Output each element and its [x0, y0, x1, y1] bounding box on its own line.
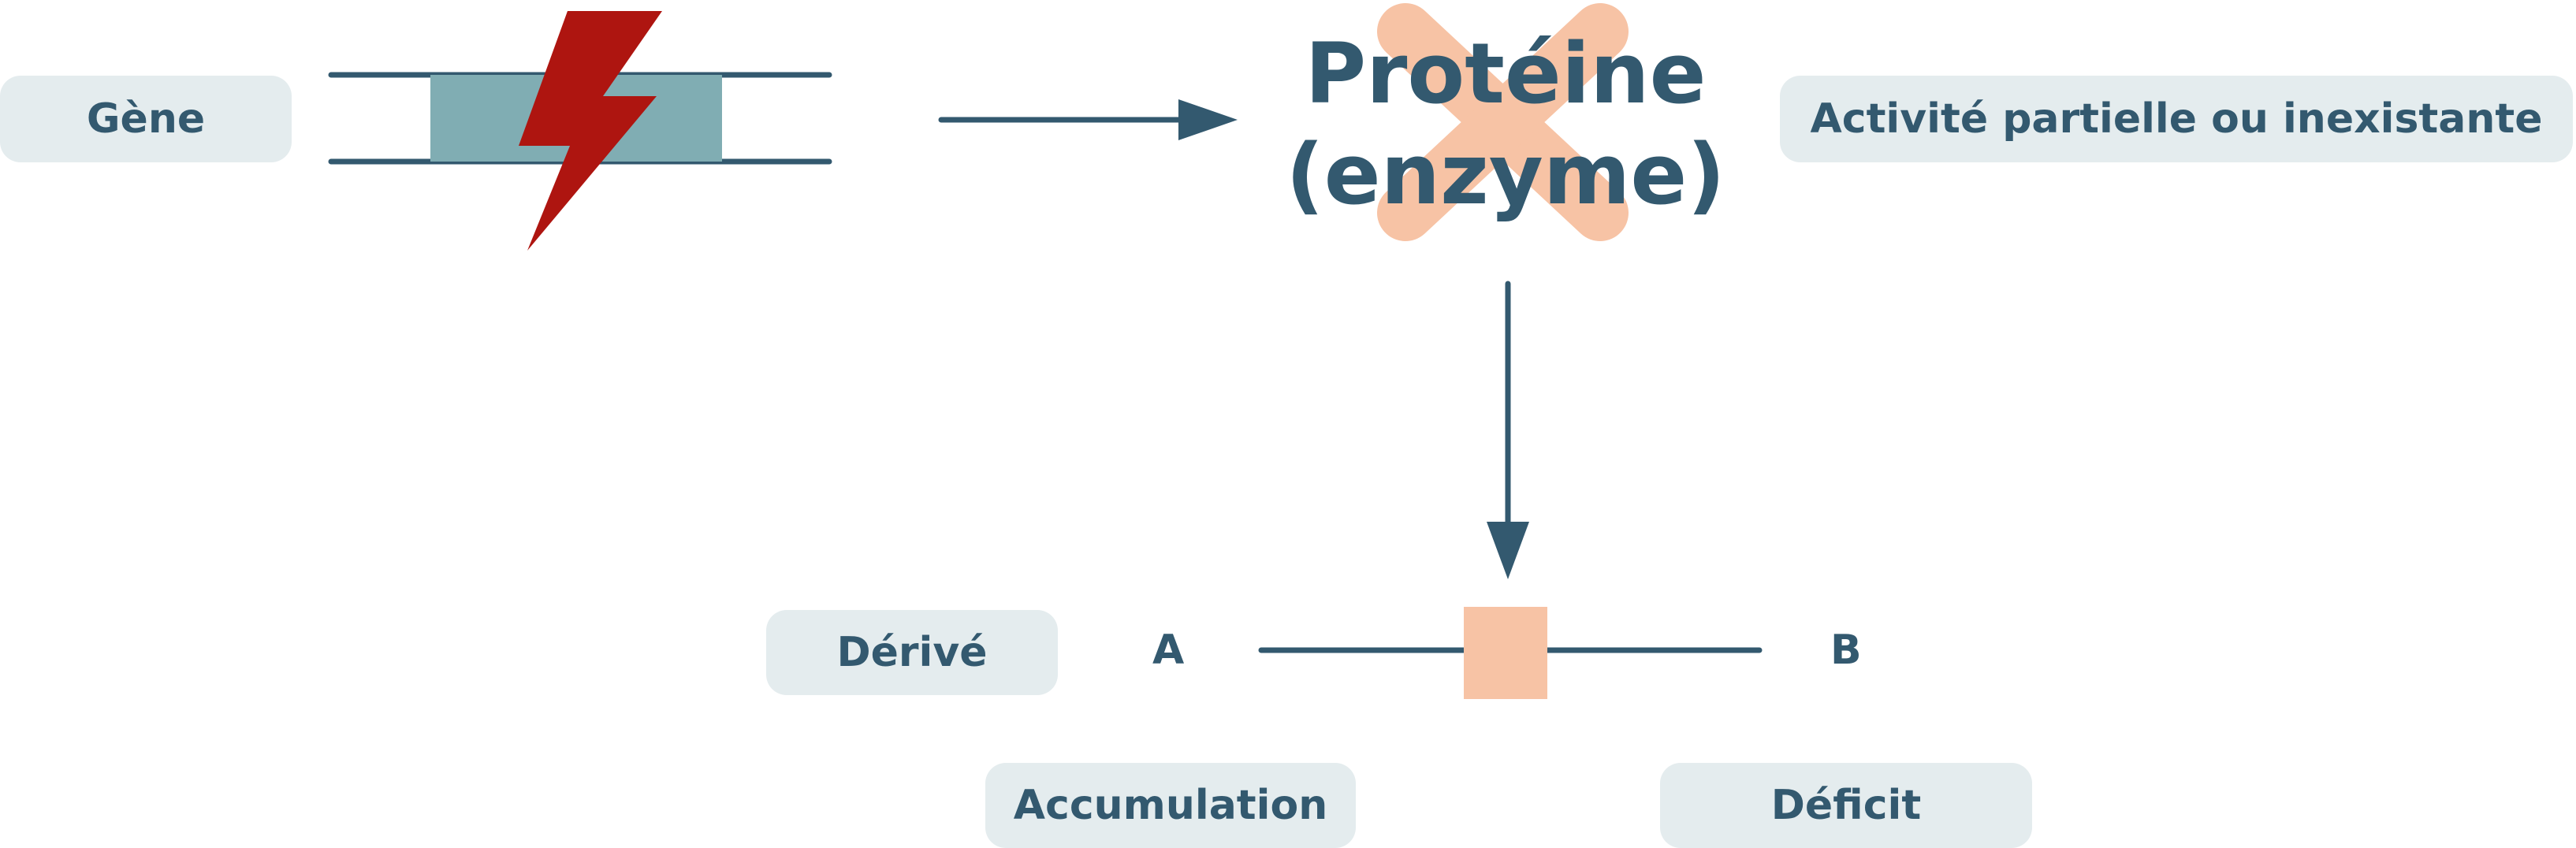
protein-title: Protéine (enzyme) [1230, 24, 1781, 225]
gene-label: Gène [0, 76, 292, 162]
deficit-label: Déficit [1660, 763, 2032, 848]
protein-title-line2: (enzyme) [1286, 126, 1725, 223]
cross-icon [1377, 3, 1629, 241]
protein-title-line1: Protéine [1305, 25, 1707, 122]
derive-label: Dérivé [766, 610, 1058, 695]
product-b-label: B [1830, 627, 1862, 674]
arrowhead-right-icon [1178, 99, 1238, 140]
lightning-bolt-icon [519, 11, 662, 251]
enzyme-block [1464, 607, 1547, 699]
arrowhead-down-icon [1487, 522, 1529, 579]
substrate-a-label: A [1152, 627, 1185, 674]
accumulation-label: Accumulation [985, 763, 1356, 848]
activity-label: Activité partielle ou inexistante [1780, 76, 2573, 162]
